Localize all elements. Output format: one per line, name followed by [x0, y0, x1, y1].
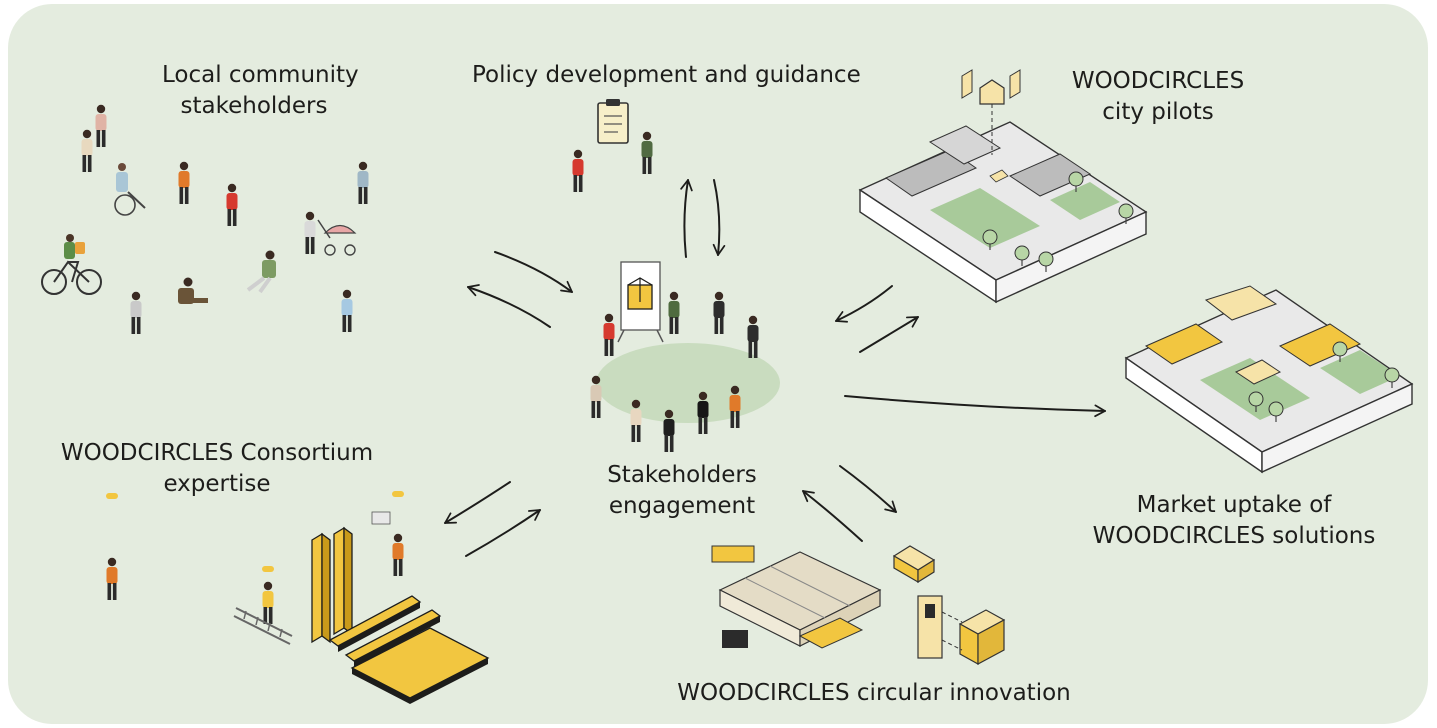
community-label: Local community stakeholders — [162, 60, 359, 122]
timber-module-icon — [892, 545, 1006, 666]
arrow-from-policy — [712, 179, 726, 256]
arrow-from-community — [494, 251, 573, 293]
engagement-label-line2: engagement — [608, 493, 756, 519]
hard-hat-worker-icon — [371, 491, 404, 576]
person-figure-icon — [357, 161, 369, 204]
consortium-illustration — [106, 491, 490, 704]
engagement-hub-ellipse — [596, 343, 780, 423]
consortium-label: WOODCIRCLES Consortium expertise — [56, 438, 378, 500]
market-label-line1: Market uptake of — [1136, 492, 1332, 518]
city-pilots-illustration — [858, 69, 1148, 304]
innovation-illustration — [711, 545, 1006, 666]
person-figure-icon — [178, 161, 190, 204]
bicycle-icon — [41, 234, 102, 295]
presentation-board-icon — [617, 261, 664, 343]
innovation-label: WOODCIRCLES circular innovation — [676, 678, 1072, 709]
engagement-hub — [590, 261, 780, 452]
person-figure-icon — [95, 104, 107, 147]
innovation-label-line1: WOODCIRCLES circular innovation — [677, 680, 1071, 706]
house-icon — [961, 69, 1021, 155]
person-figure-icon — [341, 289, 353, 332]
arrow-to-innovation — [839, 465, 897, 513]
flow-arrows — [444, 179, 1106, 557]
consortium-label-line1: WOODCIRCLES Consortium — [60, 440, 374, 466]
person-figure-icon — [246, 250, 276, 294]
pilots-label-line1: WOODCIRCLES — [1071, 68, 1245, 94]
factory-hall-icon — [711, 545, 882, 649]
person-figure-icon — [603, 313, 615, 356]
person-figure-icon — [668, 291, 680, 334]
consortium-label-line2: expertise — [163, 471, 271, 497]
person-figure-icon — [226, 183, 238, 226]
policy-label: Policy development and guidance — [472, 60, 861, 91]
hard-hat-worker-icon — [262, 566, 274, 624]
person-figure-icon — [81, 129, 93, 172]
community-illustration — [41, 104, 369, 334]
policy-label-line1: Policy development and guidance — [472, 62, 861, 88]
person-figure-icon — [572, 149, 584, 192]
arrow-to-consortium — [444, 481, 511, 524]
arrow-to-community — [467, 284, 551, 328]
ladder-icon — [233, 607, 293, 645]
pilots-label: WOODCIRCLES city pilots — [1060, 66, 1256, 128]
policy-illustration — [572, 99, 653, 192]
timber-beam-icon — [311, 526, 490, 704]
isometric-block-icon — [1124, 285, 1414, 474]
clipboard-icon — [597, 99, 629, 144]
person-figure-icon — [641, 131, 653, 174]
arrow-from-consortium — [465, 509, 541, 557]
arrow-to-market — [844, 395, 1106, 418]
market-label-line2: WOODCIRCLES solutions — [1092, 523, 1376, 549]
person-figure-icon — [713, 291, 725, 334]
arrow-from-pilots — [835, 285, 893, 323]
pilots-label-line2: city pilots — [1102, 99, 1214, 125]
person-figure-icon — [130, 291, 142, 334]
arrow-from-innovation — [802, 490, 863, 542]
market-label: Market uptake of WOODCIRCLES solutions — [1084, 490, 1384, 552]
person-figure-icon — [304, 211, 316, 254]
wheelchair-icon — [114, 163, 146, 216]
community-label-line1: Local community — [162, 62, 359, 88]
community-label-line2: stakeholders — [180, 93, 328, 119]
stroller-icon — [317, 219, 357, 256]
hard-hat-worker-icon — [106, 493, 118, 600]
engagement-label: Stakeholders engagement — [596, 460, 768, 522]
market-uptake-illustration — [1124, 285, 1414, 474]
isometric-block-icon — [858, 121, 1148, 304]
arrow-to-policy — [680, 179, 693, 258]
person-figure-icon — [747, 315, 759, 358]
engagement-label-line1: Stakeholders — [607, 462, 757, 488]
person-figure-icon — [178, 277, 208, 304]
arrow-to-pilots — [859, 316, 919, 353]
